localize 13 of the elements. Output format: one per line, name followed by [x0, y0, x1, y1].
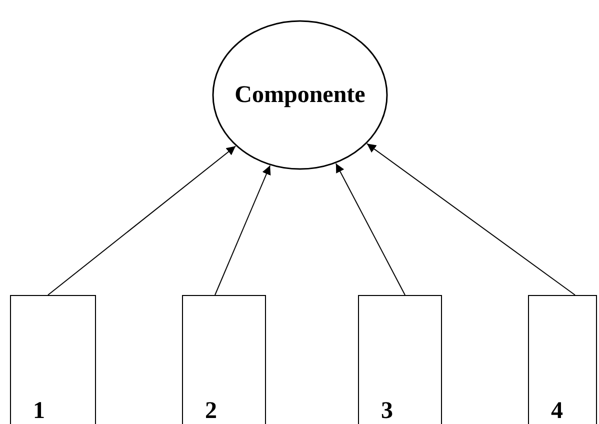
indicator-box [10, 295, 96, 424]
arrow [214, 165, 271, 296]
indicator-box [528, 295, 597, 424]
component-label: Componente [234, 82, 366, 108]
indicator-number: 4 [551, 398, 563, 424]
indicator-number: 1 [33, 398, 45, 424]
arrow [366, 143, 576, 296]
indicator-box [182, 295, 266, 424]
indicator-number: 3 [381, 398, 393, 424]
indicator-box [358, 295, 442, 424]
indicator-number: 2 [205, 398, 217, 424]
arrow [335, 162, 406, 296]
arrow [48, 146, 236, 296]
